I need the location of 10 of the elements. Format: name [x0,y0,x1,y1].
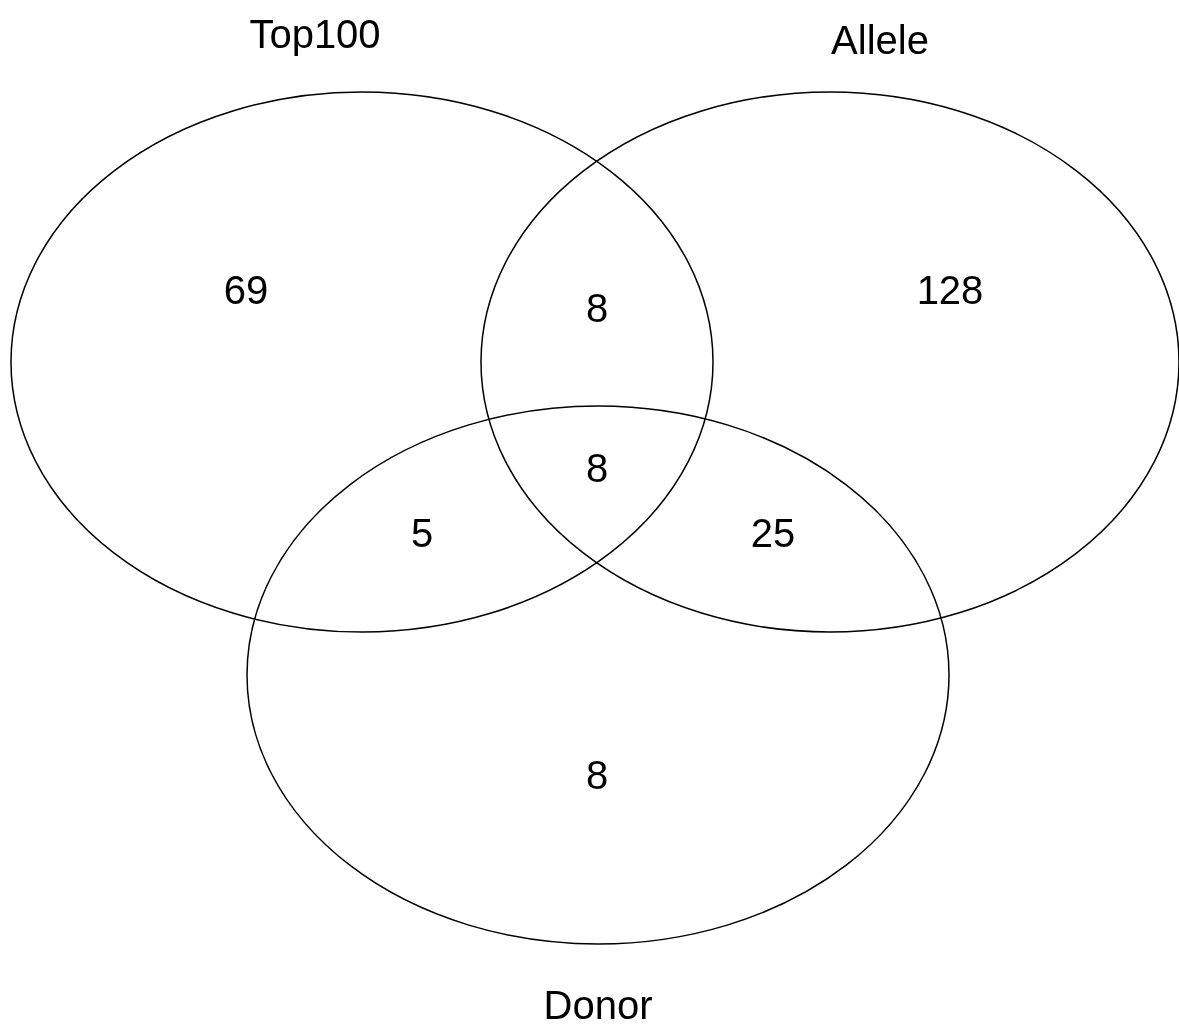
count-label: 128 [916,270,984,310]
set-title: Allele [831,20,929,60]
count-label: 25 [750,513,796,553]
count-label: 5 [410,513,434,553]
count-label: 8 [585,448,609,488]
count-label: 8 [585,755,609,795]
set-title: Top100 [249,14,381,54]
count-label: 8 [585,288,609,328]
set-title: Donor [543,985,653,1025]
count-label: 69 [223,270,269,310]
